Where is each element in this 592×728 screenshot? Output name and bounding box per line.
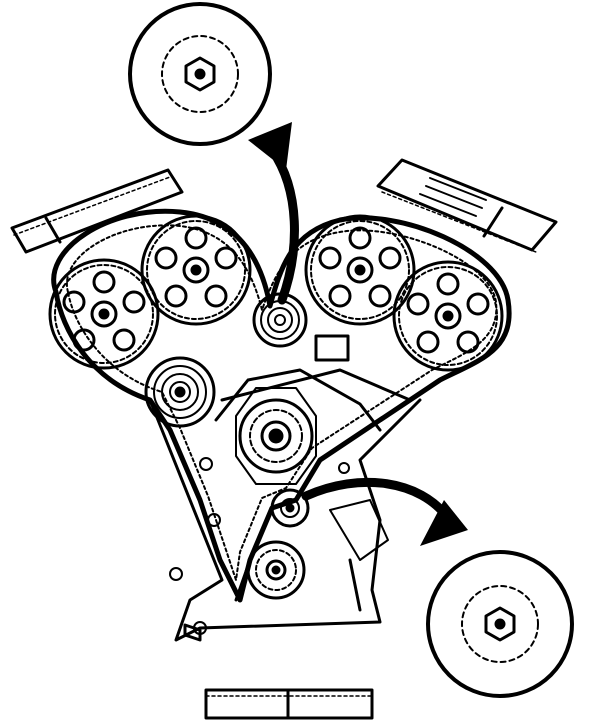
- water-pump-pulley: [235, 387, 317, 528]
- timing-belt-left-section: [10, 168, 184, 254]
- engine-block: [148, 334, 422, 642]
- idler-pulley: [252, 292, 308, 348]
- pointer-arrow: [248, 122, 299, 305]
- crankshaft-sprocket: [246, 540, 306, 600]
- detail-magnifier-bottom: [426, 550, 574, 698]
- timing-belt-bottom-section: [204, 688, 374, 720]
- detail-magnifier-top: [128, 2, 272, 146]
- pointer-arrow: [301, 477, 468, 546]
- timing-belt-right-section: [376, 158, 558, 253]
- timing-belt-loop: [51, 208, 512, 603]
- camshaft-sprocket: [48, 214, 504, 372]
- tensioner-pulley: [144, 356, 216, 428]
